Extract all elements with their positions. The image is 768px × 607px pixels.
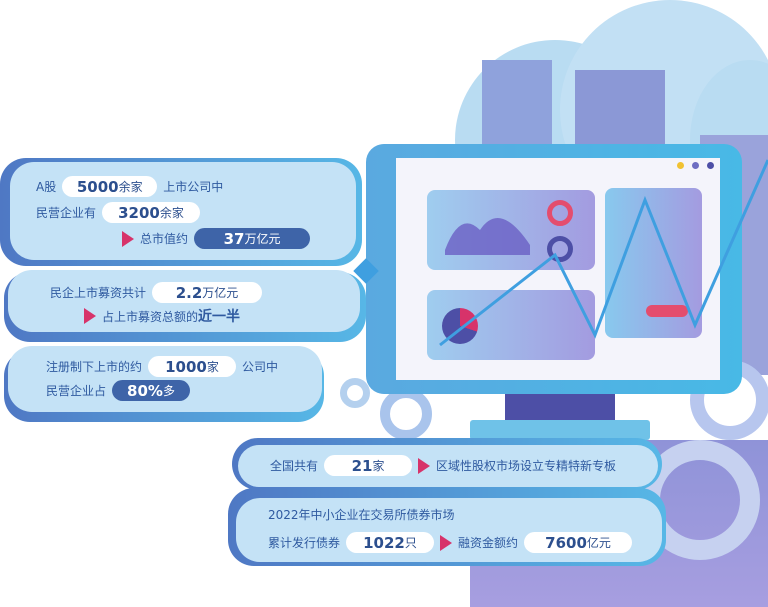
label: 民营企业有 — [36, 206, 97, 220]
value-pill: 80%多 — [112, 380, 191, 401]
arrow-icon — [418, 457, 431, 474]
title: 2022年中小企业在交易所债券市场 — [268, 508, 455, 522]
label: 公司中 — [242, 360, 279, 374]
arrow-icon — [440, 534, 453, 551]
label: 上市公司中 — [163, 180, 224, 194]
building — [482, 60, 552, 150]
label: 全国共有 — [270, 459, 319, 473]
label: 累计发行债券 — [268, 536, 341, 550]
label: A股 — [36, 180, 57, 194]
label: 民营企业占 — [46, 384, 107, 398]
arrow-icon — [122, 230, 134, 247]
highlight: 近一半 — [198, 309, 241, 325]
label: 占上市募资总额的 — [102, 309, 199, 324]
label: 总市值约 — [140, 232, 189, 246]
arrow-icon — [84, 308, 96, 324]
building — [575, 70, 665, 150]
gear-icon — [340, 378, 370, 408]
gear-icon — [380, 388, 432, 440]
label: 注册制下上市的约 — [46, 360, 143, 374]
label: 融资金额约 — [458, 536, 519, 550]
label: 区域性股权市场设立专精特新专板 — [436, 459, 617, 473]
label: 民企上市募资共计 — [50, 286, 147, 300]
